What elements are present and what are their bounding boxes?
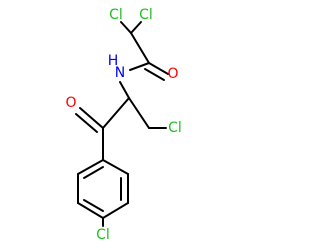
bond-c-c-amide	[130, 32, 150, 64]
structure-svg: Cl Cl N H O O Cl Cl	[65, 7, 181, 243]
molecule-diagram: Cl Cl N H O O Cl Cl	[65, 7, 182, 243]
ring-bond-1	[102, 159, 129, 175]
ring-inner-bond-1	[83, 166, 104, 179]
bond-c-cl-left	[120, 21, 132, 34]
bond-n-ch	[119, 81, 130, 99]
bonds	[75, 21, 169, 227]
atom-cl-top-left: Cl	[109, 7, 123, 23]
atom-o-amide: O	[167, 66, 178, 82]
ring-inner-bond-3	[83, 199, 104, 212]
bond-c-cl-right	[130, 21, 142, 34]
ring-bond-3	[102, 202, 129, 219]
bond-amide-co-1	[148, 62, 169, 75]
atom-cl-top-right: Cl	[139, 7, 153, 23]
bond-amide-co-2	[144, 68, 165, 81]
bond-ch-ch2	[128, 97, 150, 129]
bond-ketone-co-1	[79, 107, 104, 129]
bond-ch-ketone	[102, 97, 130, 129]
atom-cl-side-chain: Cl	[168, 120, 182, 136]
ring-bond-6	[77, 159, 104, 175]
atom-n-amide: N	[115, 65, 125, 81]
ring-bond-4	[77, 202, 104, 219]
atom-cl-ring: Cl	[96, 227, 110, 243]
bond-c-n	[129, 62, 150, 71]
bond-ketone-co-2	[75, 113, 98, 133]
atom-o-ketone: O	[65, 95, 76, 111]
atom-h-amide: H	[108, 53, 119, 69]
atom-labels: Cl Cl N H O O Cl Cl	[65, 7, 181, 243]
